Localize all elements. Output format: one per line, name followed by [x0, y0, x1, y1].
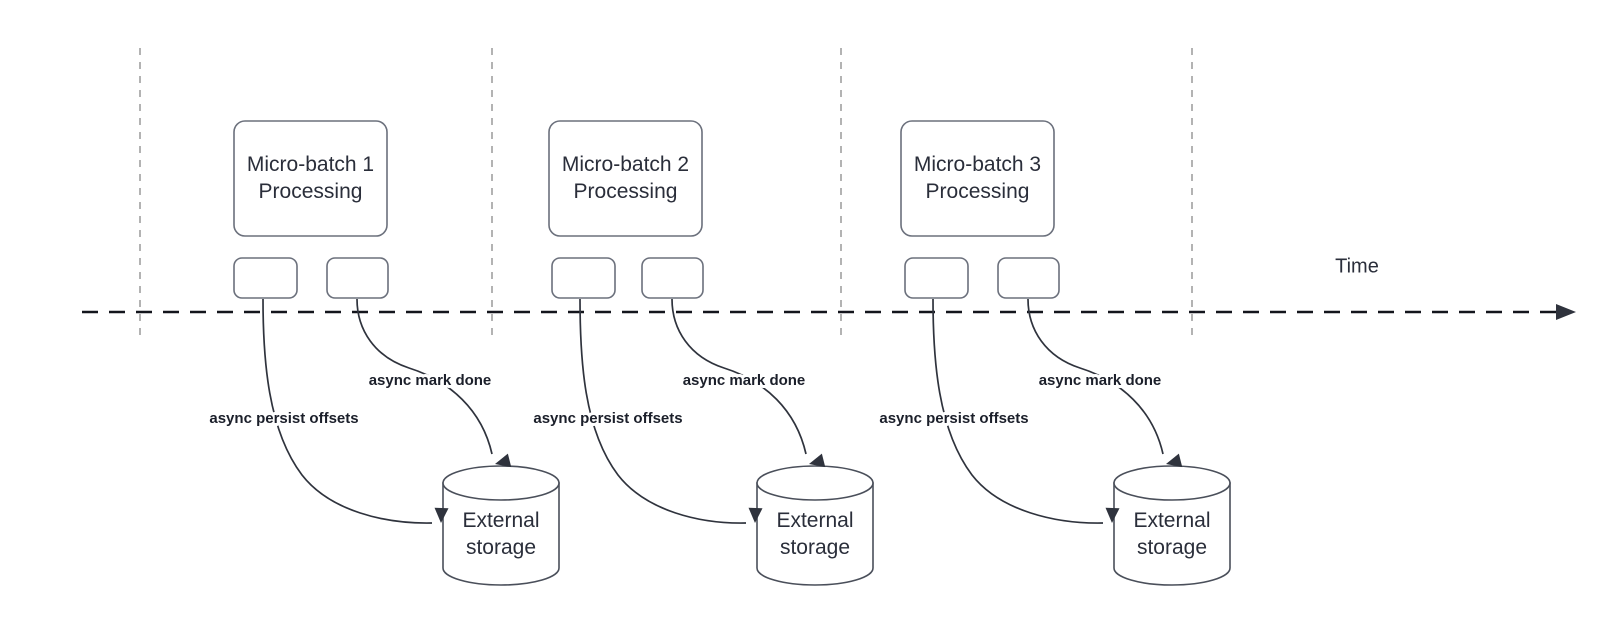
time-axis-label: Time	[1335, 255, 1379, 277]
external-storage-cylinder-top	[442, 465, 560, 501]
marker-box-done-marker[interactable]	[641, 257, 704, 299]
external-storage-label-line1: External	[776, 509, 853, 532]
timeline-boundaries-layer	[139, 48, 1193, 338]
arrowhead-async-mark-done-icon	[1166, 453, 1183, 468]
micro-batch-box[interactable]	[233, 120, 388, 237]
micro-batch-box[interactable]	[548, 120, 703, 237]
micro-batch-label-line2: Processing	[574, 180, 678, 203]
marker-box-offset-marker[interactable]	[233, 257, 298, 299]
external-storage-label-line2: storage	[466, 536, 536, 559]
external-storage-cylinder-top	[756, 465, 874, 501]
micro-batch-label-line2: Processing	[926, 180, 1030, 203]
timeline-axis-layer: Time	[82, 255, 1576, 320]
edge-label-halo-async-persist-offsets: async persist offsets	[533, 410, 682, 427]
external-storage-label-line1: External	[462, 509, 539, 532]
edge-label-async-persist-offsets: async persist offsets	[879, 410, 1028, 427]
edge-async-persist-offsets	[262, 298, 433, 524]
arrowhead-async-persist-offsets-icon	[1105, 507, 1120, 523]
external-storage-cylinder-body[interactable]	[756, 482, 874, 586]
edge-label-halo-async-persist-offsets: async persist offsets	[879, 410, 1028, 427]
edge-label-async-mark-done: async mark done	[683, 372, 806, 389]
marker-box-offset-marker[interactable]	[551, 257, 616, 299]
edge-async-persist-offsets	[932, 298, 1104, 524]
edge-async-mark-done	[356, 298, 493, 455]
edge-label-async-mark-done: async mark done	[1039, 372, 1162, 389]
micro-batch-label-line1: Micro-batch 1	[247, 153, 374, 176]
arrowhead-async-persist-offsets-icon	[434, 507, 449, 523]
arrowhead-async-mark-done-icon	[809, 453, 826, 468]
marker-box-offset-marker[interactable]	[904, 257, 969, 299]
edge-label-async-mark-done: async mark done	[369, 372, 492, 389]
external-storage-label-line2: storage	[780, 536, 850, 559]
micro-batch-box[interactable]	[900, 120, 1055, 237]
external-storage-cylinder-body[interactable]	[1113, 482, 1231, 586]
external-storage-label-line1: External	[1133, 509, 1210, 532]
timeline-arrow-icon	[1556, 304, 1576, 320]
edge-async-mark-done	[1027, 298, 1164, 455]
arrowhead-async-mark-done-icon	[495, 453, 512, 468]
edge-label-halo-async-mark-done: async mark done	[1039, 372, 1162, 389]
external-storage-cylinder-top	[1113, 465, 1231, 501]
edge-label-halo-async-persist-offsets: async persist offsets	[209, 410, 358, 427]
marker-box-done-marker[interactable]	[326, 257, 389, 299]
external-storage-label-line2: storage	[1137, 536, 1207, 559]
micro-batch-label-line1: Micro-batch 3	[914, 153, 1041, 176]
external-storage-cylinder-body[interactable]	[442, 482, 560, 586]
edge-label-halo-async-mark-done: async mark done	[369, 372, 492, 389]
edge-label-async-persist-offsets: async persist offsets	[209, 410, 358, 427]
edge-label-halo-async-mark-done: async mark done	[683, 372, 806, 389]
marker-box-done-marker[interactable]	[997, 257, 1060, 299]
edge-async-persist-offsets	[579, 298, 747, 524]
micro-batch-label-line1: Micro-batch 2	[562, 153, 689, 176]
arrowhead-async-persist-offsets-icon	[748, 507, 763, 523]
edge-async-mark-done	[671, 298, 807, 455]
micro-batch-label-line2: Processing	[259, 180, 363, 203]
edge-label-async-persist-offsets: async persist offsets	[533, 410, 682, 427]
